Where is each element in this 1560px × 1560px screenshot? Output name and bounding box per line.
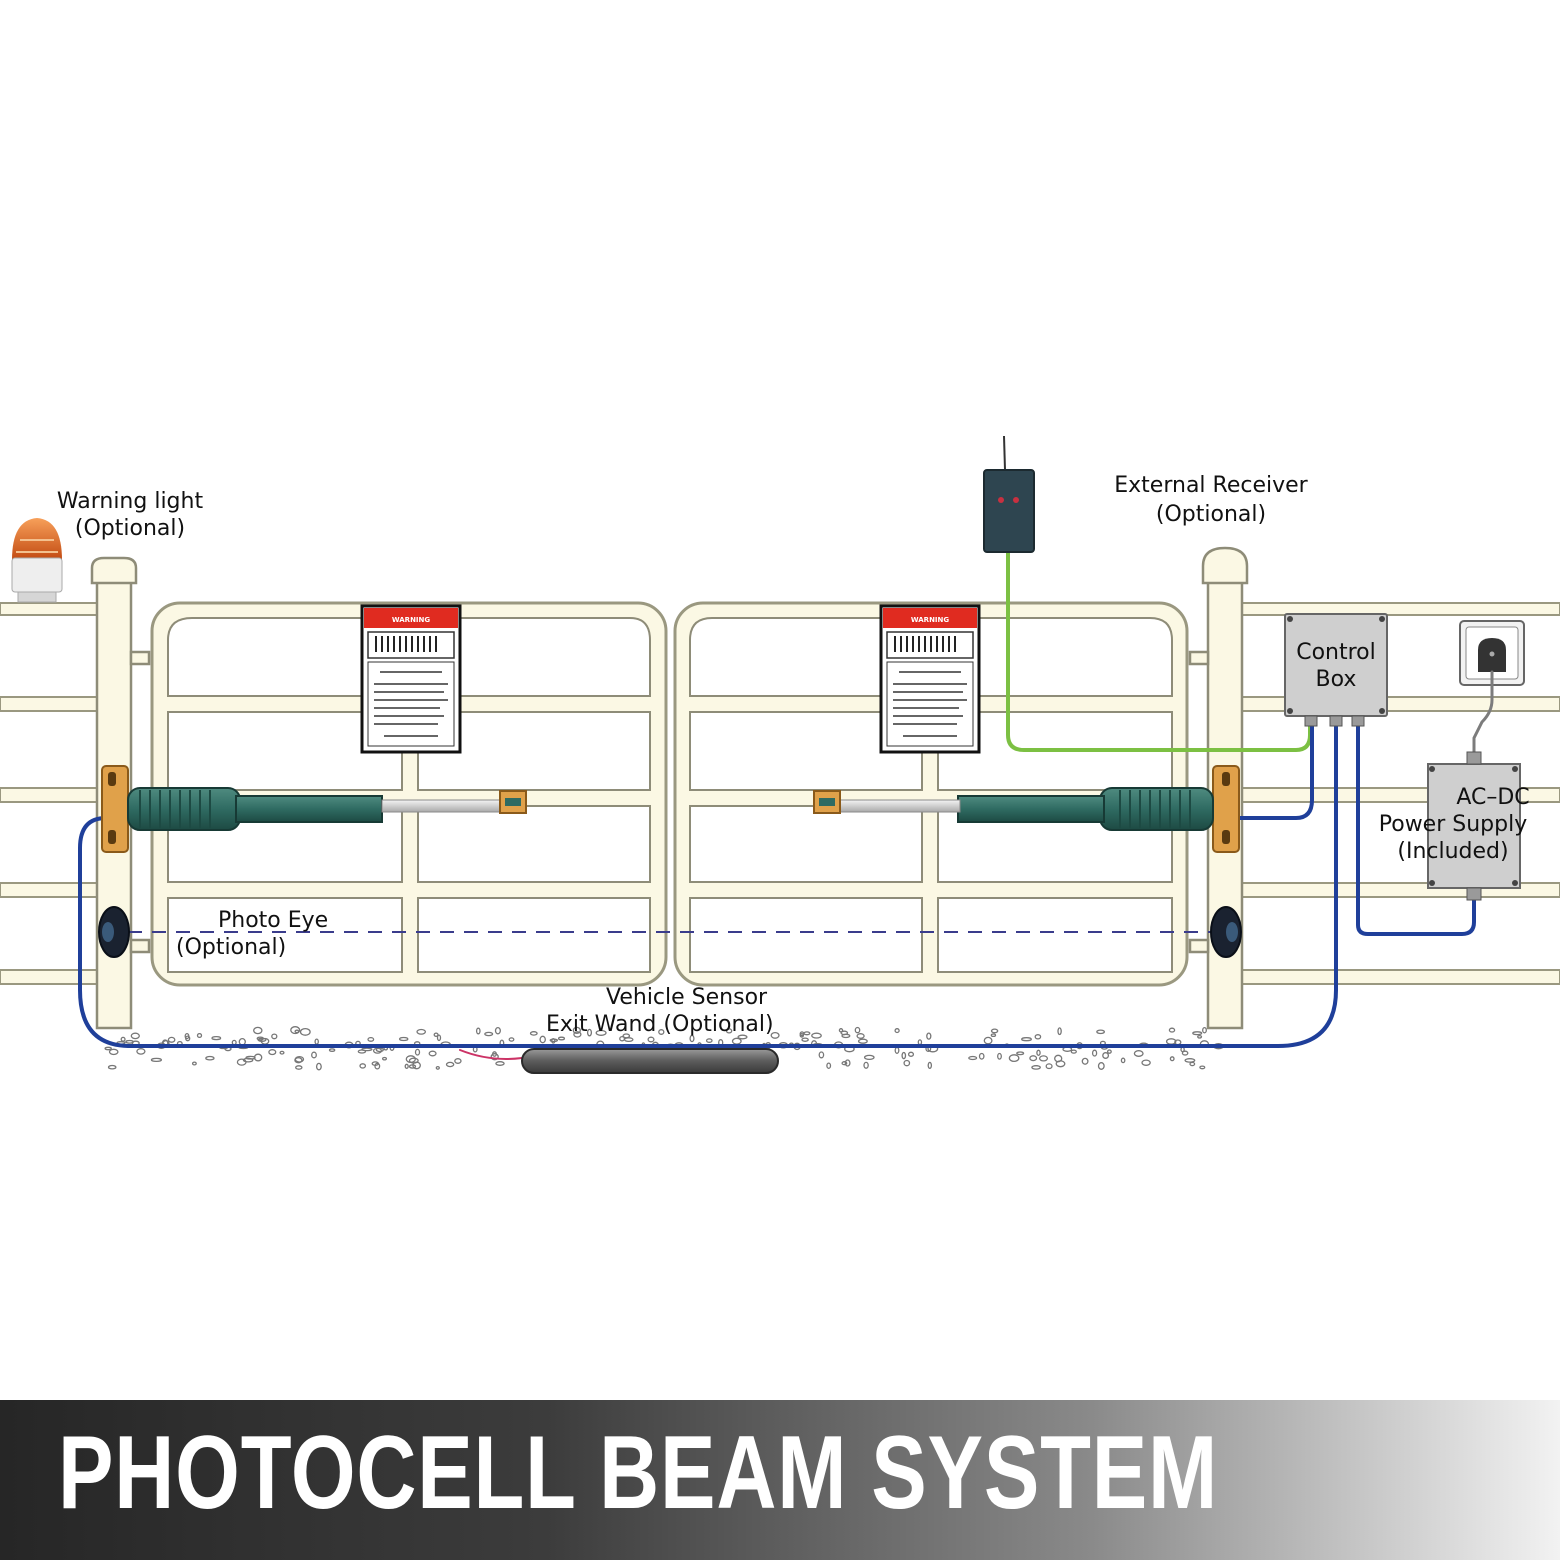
left-warning-sign: WARNING [360, 604, 462, 754]
left-photo-eye-icon [98, 906, 130, 958]
socket-cable [1472, 670, 1494, 767]
sensor-lead-wire [459, 1049, 523, 1060]
photo-eye-label: Photo Eye (Optional) [176, 908, 329, 960]
left-gate-actuator [101, 765, 527, 853]
main-loop-wire [78, 720, 1338, 1048]
title-banner: PHOTOCELL BEAM SYSTEM [0, 1400, 1560, 1560]
power-supply-label: AC–DC Power Supply (Included) [1378, 785, 1530, 864]
right-motor-wire [1211, 720, 1314, 820]
wall-socket-icon [1459, 620, 1525, 686]
receiver-wire [1006, 550, 1312, 752]
vehicle-sensor-label: Vehicle Sensor Exit Wand (Optional) [546, 985, 774, 1037]
control-box-label: Control Box [1296, 640, 1376, 692]
external-receiver-icon [983, 435, 1035, 553]
right-photo-eye-icon [1210, 906, 1242, 958]
power-supply-box [1427, 751, 1521, 901]
warning-light-label: Warning light (Optional) [56, 489, 204, 541]
wiring [78, 550, 1494, 1060]
warning-light-icon [11, 518, 63, 603]
banner-title: PHOTOCELL BEAM SYSTEM [58, 1415, 1219, 1531]
control-box [1284, 613, 1388, 727]
exit-wand-sensor [521, 1048, 779, 1074]
power-wire [1356, 720, 1476, 936]
right-warning-sign: WARNING [879, 604, 981, 754]
right-gate-actuator [813, 765, 1240, 853]
sign-header-text: WARNING [392, 616, 431, 624]
sign-header-text: WARNING [911, 616, 950, 624]
external-receiver-label: External Receiver (Optional) [1114, 473, 1308, 527]
